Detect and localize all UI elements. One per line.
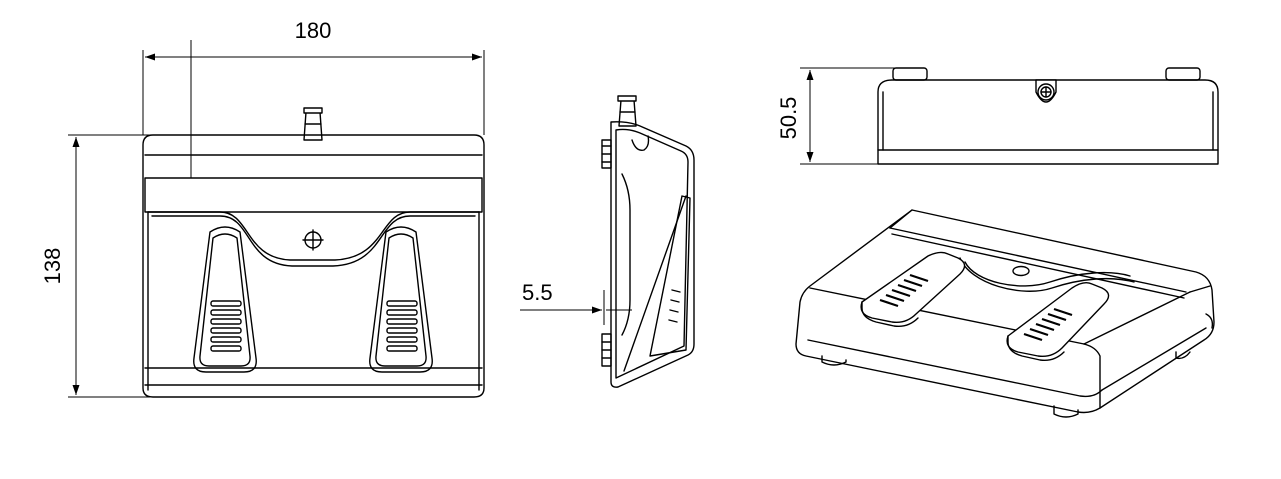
iso-body-outline <box>795 209 1215 414</box>
height-dimension-label: 138 <box>40 248 65 285</box>
rear-connector <box>1035 79 1057 103</box>
side-body-outline <box>610 121 695 388</box>
front-cutout-edge <box>147 211 480 261</box>
right-pedal-grip <box>386 300 418 352</box>
center-screw <box>302 229 324 251</box>
rear-body-outline <box>877 79 1219 165</box>
width-dimension-label: 180 <box>295 18 332 43</box>
iso-left-pedal <box>860 251 966 328</box>
offset-dimension: 5.5 <box>520 280 632 325</box>
side-view: 5.5 <box>520 95 695 388</box>
side-height-dimension: 50.5 <box>776 67 900 165</box>
left-pedal-grip <box>210 300 242 352</box>
iso-right-pedal-grip <box>1023 307 1073 342</box>
front-view: 180 138 <box>40 18 485 398</box>
iso-left-pedal-grip <box>879 273 929 308</box>
isometric-view <box>795 209 1215 418</box>
offset-dimension-label: 5.5 <box>522 280 553 305</box>
side-height-dimension-label: 50.5 <box>776 97 801 140</box>
front-body-outline <box>142 134 485 398</box>
cable-connector <box>303 107 323 141</box>
width-dimension: 180 <box>142 18 485 178</box>
rear-view: 50.5 <box>776 67 1219 165</box>
iso-right-pedal <box>1006 281 1110 362</box>
height-dimension: 138 <box>40 134 150 398</box>
left-pedal <box>193 226 257 373</box>
right-pedal <box>369 226 433 373</box>
